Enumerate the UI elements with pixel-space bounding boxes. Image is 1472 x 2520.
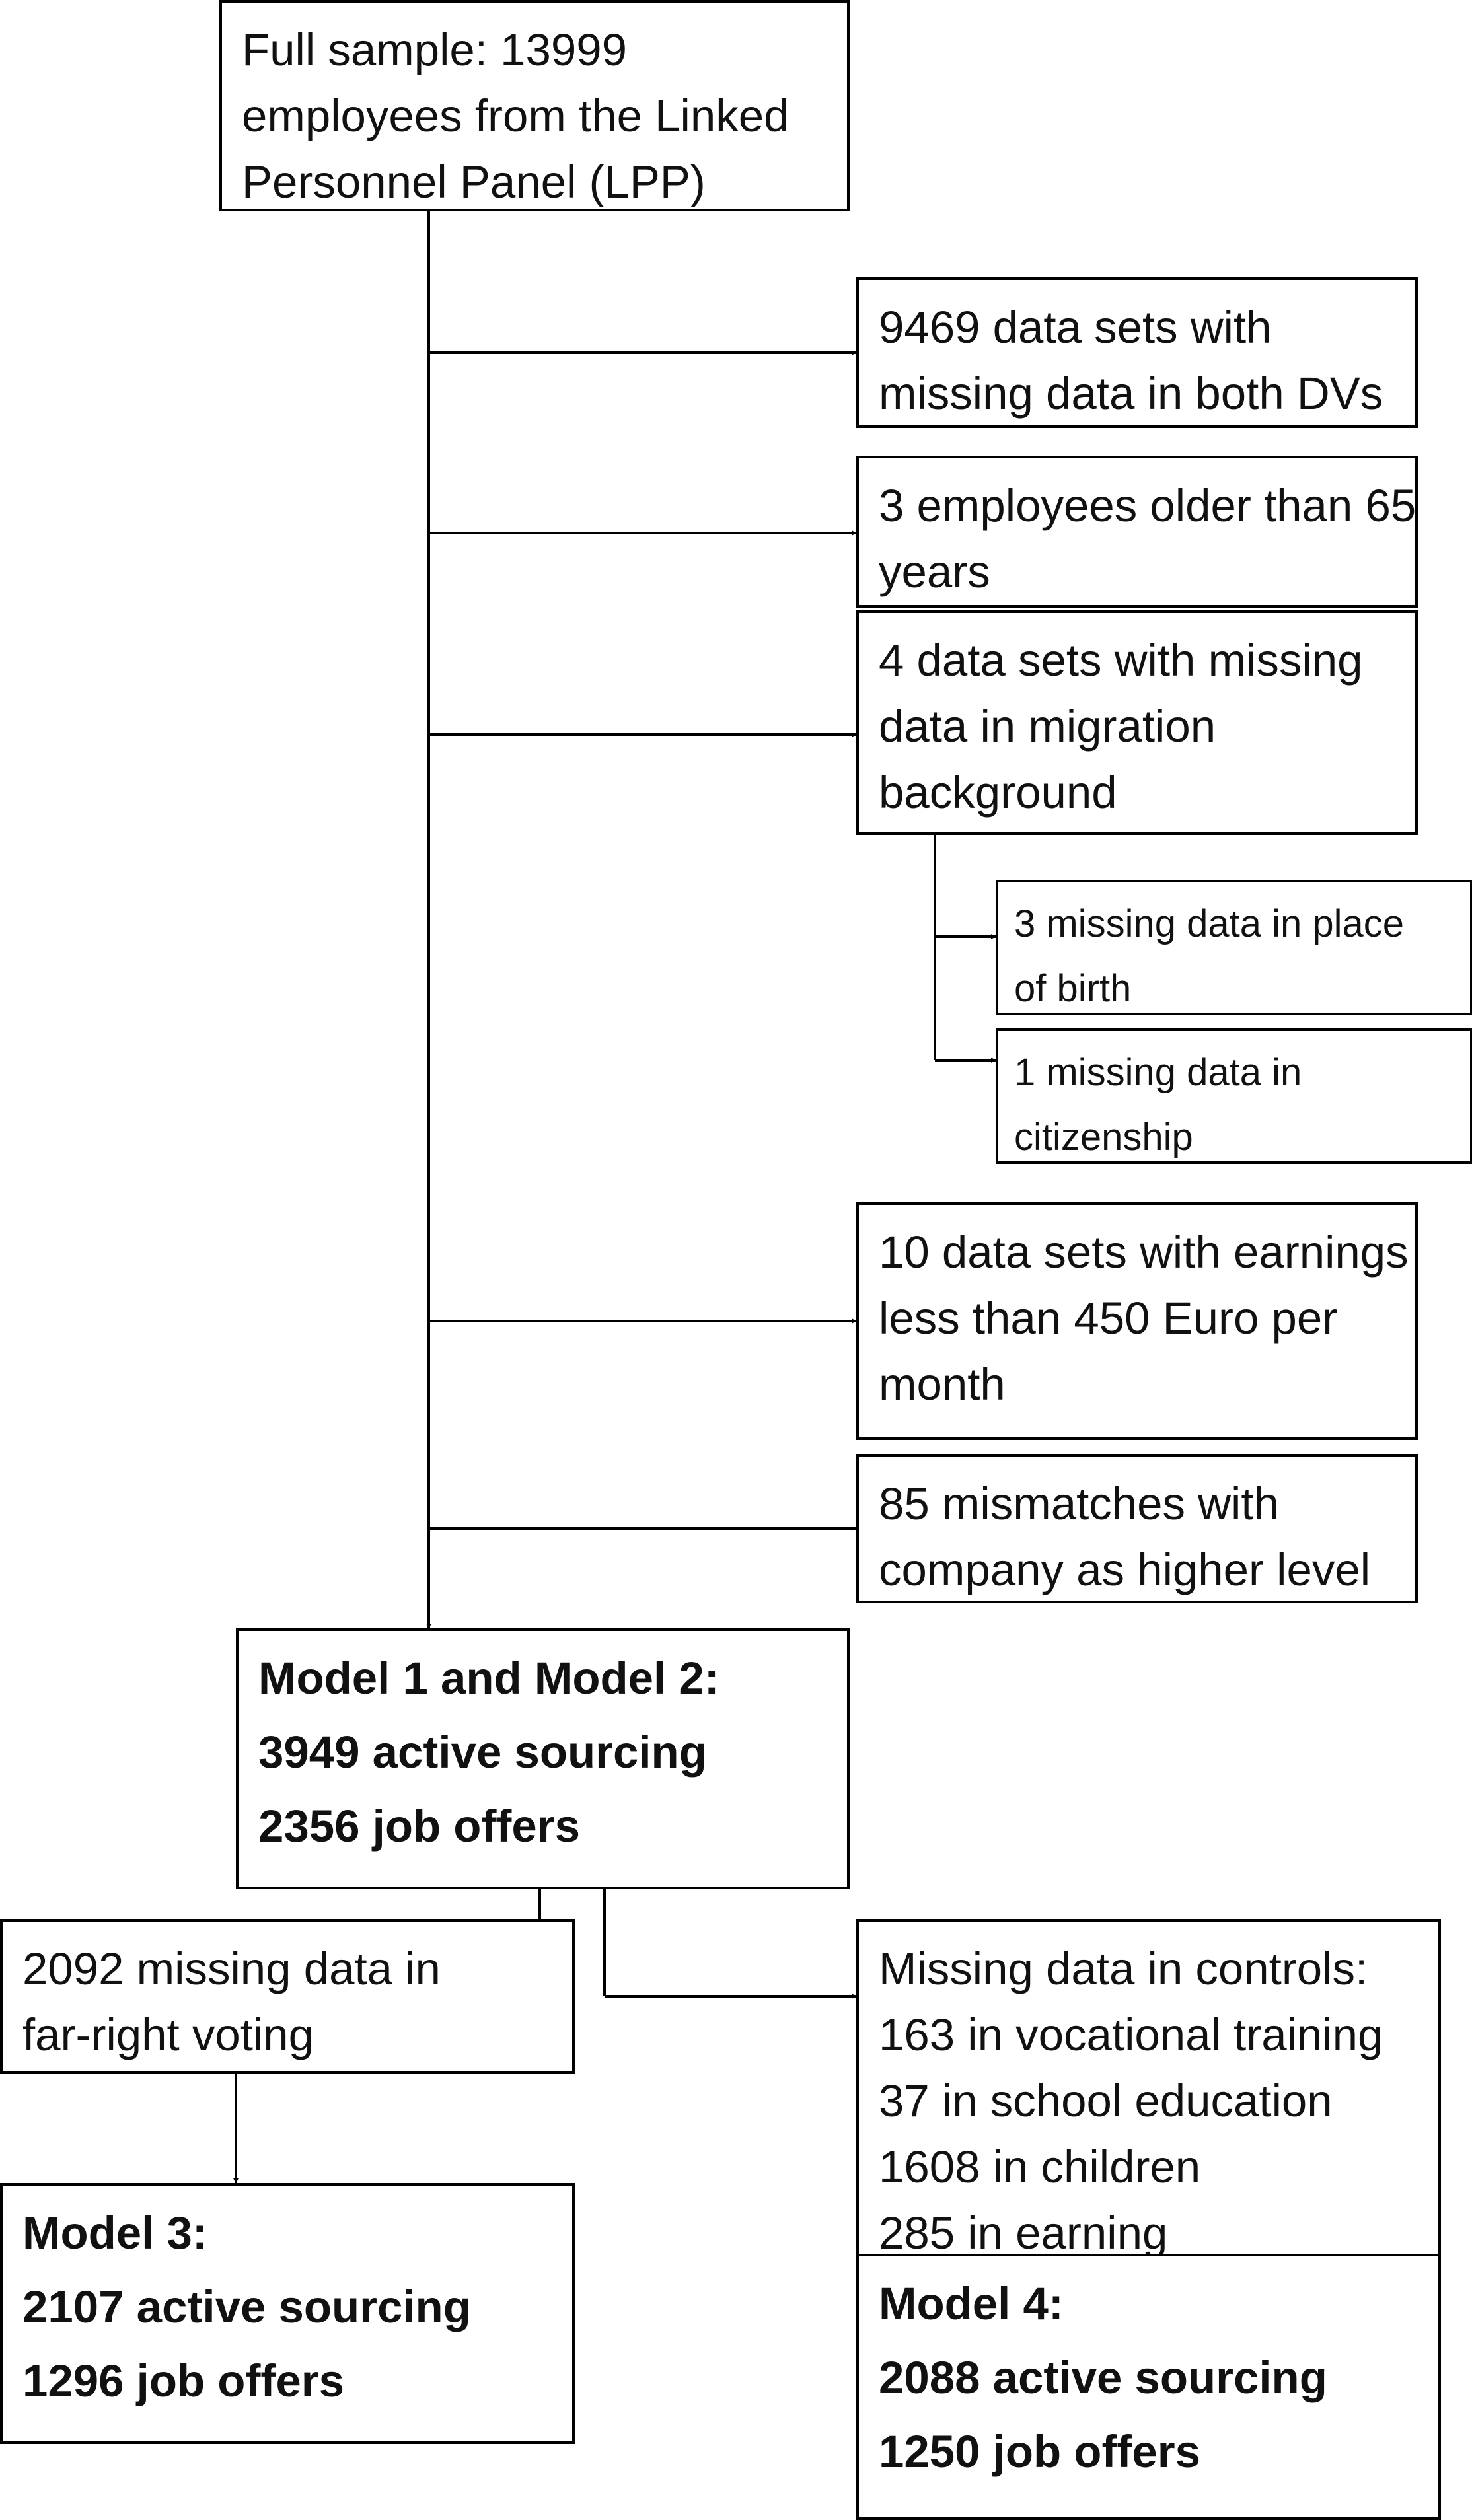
model-1-2-job-offers: 2356 job offers [258, 1801, 581, 1852]
missing-far-right-line-1: 2092 missing data in [22, 1943, 441, 1994]
model-4-box: Model 4: 2088 active sourcing 1250 job o… [856, 2254, 1441, 2520]
sub-citizenship-line-1: 1 missing data in [1014, 1051, 1302, 1094]
missing-controls-school: 37 in school education [879, 2075, 1333, 2126]
full-sample-line-2: employees from the Linked [242, 90, 790, 141]
missing-controls-title: Missing data in controls: [879, 1943, 1368, 1994]
exclusion-migration-box: 4 data sets with missing data in migrati… [856, 610, 1418, 835]
exclusion-missing-dvs-box: 9469 data sets with missing data in both… [856, 277, 1418, 428]
exclusion-earnings-line-3: month [879, 1359, 1006, 1410]
exclusion-age-line-2: years [879, 546, 990, 597]
model-4-title: Model 4: [879, 2278, 1064, 2329]
missing-far-right-voting-box: 2092 missing data in far-right voting [0, 1919, 575, 2074]
exclusion-migration-line-1: 4 data sets with missing [879, 635, 1363, 686]
missing-controls-children: 1608 in children [879, 2142, 1201, 2192]
missing-far-right-line-2: far-right voting [22, 2009, 314, 2060]
exclusion-missing-dvs-line-1: 9469 data sets with [879, 302, 1272, 353]
sub-place-of-birth-box: 3 missing data in place of birth [996, 880, 1472, 1015]
sub-place-of-birth-line-1: 3 missing data in place [1014, 902, 1404, 945]
sub-place-of-birth-line-2: of birth [1014, 967, 1132, 1010]
model-3-job-offers: 1296 job offers [22, 2356, 345, 2406]
exclusion-migration-line-3: background [879, 767, 1117, 818]
exclusion-earnings-line-1: 10 data sets with earnings [879, 1227, 1409, 1278]
model-3-title: Model 3: [22, 2208, 207, 2258]
exclusion-mismatches-box: 85 mismatches with company as higher lev… [856, 1454, 1418, 1603]
exclusion-mismatches-line-1: 85 mismatches with [879, 1478, 1279, 1529]
sub-citizenship-line-2: citizenship [1014, 1116, 1193, 1159]
exclusion-age-line-1: 3 employees older than 65 [879, 480, 1417, 531]
full-sample-line-1: Full sample: 13999 [242, 24, 627, 75]
exclusion-mismatches-line-2: company as higher level [879, 1544, 1371, 1595]
full-sample-box: Full sample: 13999 employees from the Li… [219, 0, 850, 211]
model-1-2-box: Model 1 and Model 2: 3949 active sourcin… [236, 1628, 850, 1889]
missing-controls-vocational: 163 in vocational training [879, 2009, 1383, 2060]
exclusion-missing-dvs-line-2: missing data in both DVs [879, 368, 1383, 419]
model-1-2-title: Model 1 and Model 2: [258, 1653, 719, 1704]
missing-controls-earning: 285 in earning [879, 2208, 1168, 2258]
exclusion-earnings-line-2: less than 450 Euro per [879, 1293, 1338, 1344]
missing-controls-box: Missing data in controls: 163 in vocatio… [856, 1919, 1441, 2298]
exclusion-age-box: 3 employees older than 65 years [856, 456, 1418, 608]
exclusion-migration-line-2: data in migration [879, 701, 1216, 752]
exclusion-earnings-box: 10 data sets with earnings less than 450… [856, 1202, 1418, 1440]
model-4-job-offers: 1250 job offers [879, 2426, 1201, 2477]
model-3-box: Model 3: 2107 active sourcing 1296 job o… [0, 2183, 575, 2444]
full-sample-line-3: Personnel Panel (LPP) [242, 157, 706, 207]
model-4-active-sourcing: 2088 active sourcing [879, 2352, 1327, 2403]
model-1-2-active-sourcing: 3949 active sourcing [258, 1727, 707, 1778]
sub-citizenship-box: 1 missing data in citizenship [996, 1028, 1472, 1164]
model-3-active-sourcing: 2107 active sourcing [22, 2282, 471, 2332]
